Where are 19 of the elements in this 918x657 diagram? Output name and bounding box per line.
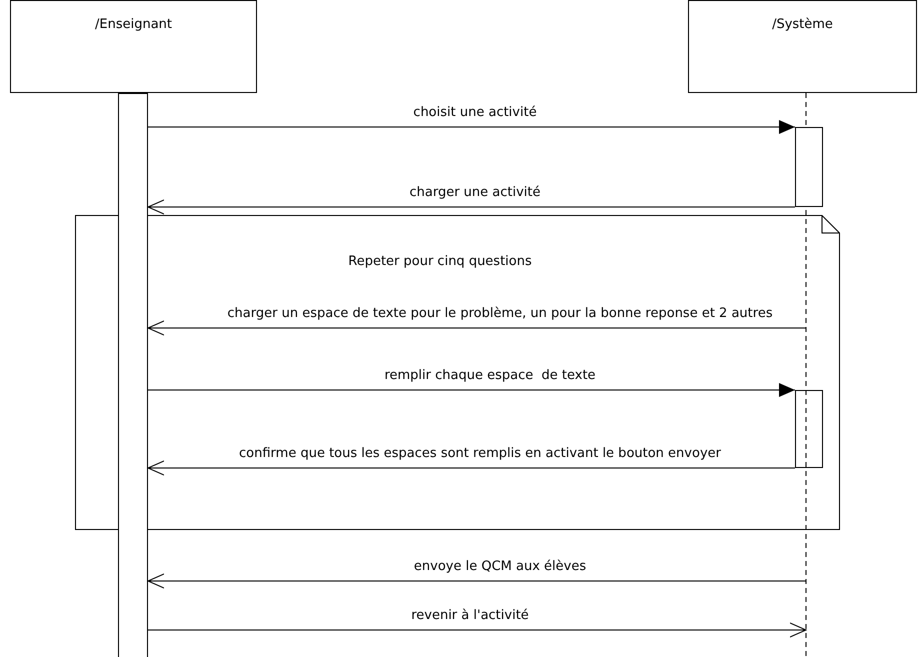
- activation-bar: [118, 93, 148, 657]
- message-arrow: [148, 320, 806, 336]
- activation-bar: [795, 390, 823, 468]
- message-arrow: [148, 200, 796, 214]
- message-arrow: [148, 574, 806, 588]
- message-label: envoye le QCM aux élèves: [412, 559, 588, 575]
- activation-bar: [795, 127, 823, 207]
- message-arrow: [148, 120, 796, 134]
- message-label: confirme que tous les espaces sont remplis en activant le bouton envoyer: [237, 446, 723, 462]
- message-label: charger une activité: [407, 185, 543, 201]
- loop-label: Repeter pour cinq questions: [348, 254, 532, 269]
- participant-name: /Enseignant: [95, 17, 172, 32]
- participant-box: [10, 0, 257, 93]
- message-arrow: [148, 622, 806, 638]
- message-arrow: [148, 460, 796, 476]
- participant-box: [688, 0, 917, 93]
- message-label: charger un espace de texte pour le problème, un pour la bonne reponse et 2 autres: [225, 306, 775, 322]
- participant-name: /Système: [772, 17, 833, 32]
- message-arrow: [148, 383, 796, 397]
